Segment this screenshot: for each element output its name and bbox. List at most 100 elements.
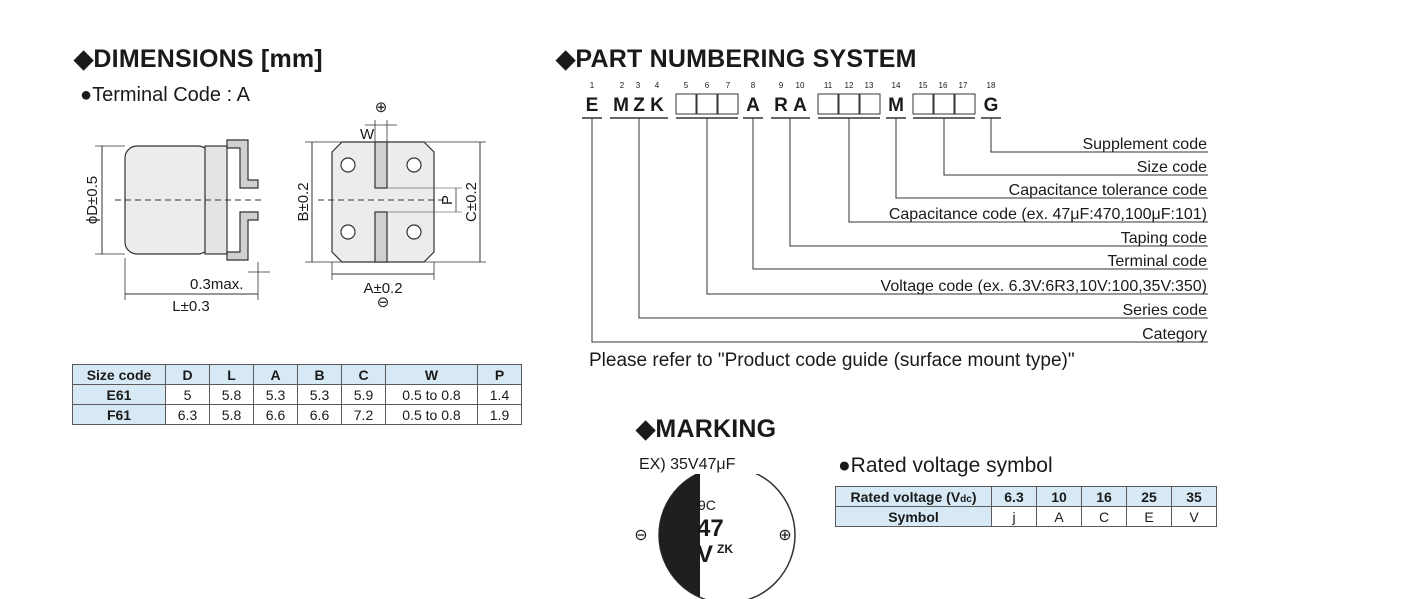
- desc-series-code: Series code: [1123, 302, 1208, 319]
- position-number: 11: [824, 81, 833, 90]
- product-code-note: Please refer to "Product code guide (sur…: [589, 350, 1075, 371]
- position-number: 2: [620, 81, 625, 90]
- position-number: 7: [726, 81, 731, 90]
- terminal-code-label: ●Terminal Code : A: [80, 84, 250, 106]
- plus-polarity-icon: ⊕: [778, 527, 791, 544]
- table-cell: E61: [72, 384, 166, 405]
- table-cell: 7.2: [341, 404, 386, 425]
- code-letter-A: A: [746, 95, 760, 116]
- position-number: 15: [919, 81, 928, 90]
- marking-capacitance: 47: [697, 515, 724, 542]
- position-number: 6: [705, 81, 710, 90]
- position-number: 5: [684, 81, 689, 90]
- code-letter-G: G: [984, 95, 999, 116]
- table-cell: 6.3: [165, 404, 210, 425]
- table-cell: 1.9: [477, 404, 522, 425]
- marking-example: EX) 35V47μF: [639, 456, 736, 473]
- A-label: A±0.2: [363, 280, 402, 297]
- rated-voltage-header: Rated voltage (Vdc): [835, 486, 992, 507]
- symbol-label: Symbol: [835, 506, 992, 527]
- marking-voltage-symbol: V: [697, 541, 713, 568]
- B-label: B±0.2: [295, 182, 312, 221]
- symbol-cell: j: [991, 506, 1037, 527]
- L-label: L±0.3: [172, 298, 209, 315]
- desc-terminal-code: Terminal code: [1107, 253, 1207, 270]
- symbol-cell: E: [1126, 506, 1172, 527]
- table-header: B: [297, 364, 342, 385]
- rated-voltage-table: Rated voltage (Vdc) 6.3 10 16 25 35 Symb…: [835, 486, 1217, 527]
- table-cell: 5.3: [297, 384, 342, 405]
- desc-capacitance-tolerance: Capacitance tolerance code: [1009, 182, 1207, 199]
- dc-subscript: dc: [960, 493, 972, 505]
- rated-voltage-label: Rated voltage (V: [850, 488, 961, 505]
- code-letter-K: K: [650, 95, 664, 116]
- max-label: 0.3max.: [190, 276, 243, 293]
- symbol-cell: A: [1036, 506, 1082, 527]
- voltage-cell: 10: [1036, 486, 1082, 507]
- part-number-diagram: 1 2 3 4 5 6 7 8 9 10 11 12 13 14 15 16 1…: [582, 81, 1208, 343]
- voltage-cell: 25: [1126, 486, 1172, 507]
- table-row: F61 6.3 5.8 6.6 6.6 7.2 0.5 to 0.8 1.9: [72, 404, 522, 425]
- plus-terminal-icon: ⊕: [375, 99, 388, 116]
- dimensions-heading: ◆DIMENSIONS [mm]: [74, 45, 323, 73]
- table-cell: 5: [165, 384, 210, 405]
- marking-heading: ◆MARKING: [636, 415, 777, 443]
- code-letter-Z: Z: [633, 95, 645, 116]
- symbol-cell: C: [1081, 506, 1127, 527]
- voltage-cell: 35: [1171, 486, 1217, 507]
- position-number: 3: [636, 81, 641, 90]
- table-cell: F61: [72, 404, 166, 425]
- code-letter-E: E: [586, 95, 599, 116]
- rated-voltage-close: ): [971, 488, 977, 505]
- desc-category: Category: [1142, 326, 1207, 343]
- P-label: P: [439, 195, 456, 205]
- table-cell: 0.5 to 0.8: [385, 384, 478, 405]
- table-cell: 5.9: [341, 384, 386, 405]
- table-cell: 6.6: [297, 404, 342, 425]
- position-number: 4: [655, 81, 660, 90]
- table-cell: 0.5 to 0.8: [385, 404, 478, 425]
- code-letter-A2: A: [793, 95, 807, 116]
- table-cell: 6.6: [253, 404, 298, 425]
- voltage-cell: 16: [1081, 486, 1127, 507]
- table-header: P: [477, 364, 522, 385]
- position-number: 17: [959, 81, 968, 90]
- W-label: W: [360, 126, 375, 143]
- table-row: E61 5 5.8 5.3 5.3 5.9 0.5 to 0.8 1.4: [72, 384, 522, 405]
- part-numbering-heading: ◆PART NUMBERING SYSTEM: [556, 45, 917, 73]
- position-number: 9: [779, 81, 784, 90]
- marking-series-code: ZK: [717, 542, 733, 556]
- code-letter-M: M: [613, 95, 629, 116]
- table-cell: 5.3: [253, 384, 298, 405]
- position-number: 10: [796, 81, 805, 90]
- dimension-drawing: ϕD±0.5 0.3max. L±0.3 ⊕ W B±0.2 P C±0: [84, 99, 486, 315]
- minus-polarity-icon: ⊖: [634, 527, 647, 544]
- position-number: 16: [939, 81, 948, 90]
- table-header: C: [341, 364, 386, 385]
- position-number: 14: [892, 81, 901, 90]
- rated-voltage-heading: ●Rated voltage symbol: [838, 454, 1053, 477]
- dimensions-table: Size code D L A B C W P E61 5 5.8 5.3 5.…: [72, 364, 522, 425]
- table-header: Size code: [72, 364, 166, 385]
- minus-terminal-icon: ⊖: [377, 294, 390, 311]
- table-header-row: Rated voltage (Vdc) 6.3 10 16 25 35: [835, 486, 1217, 507]
- position-number: 12: [845, 81, 854, 90]
- position-number: 13: [865, 81, 874, 90]
- desc-size-code: Size code: [1137, 159, 1207, 176]
- voltage-cell: 6.3: [991, 486, 1037, 507]
- desc-taping-code: Taping code: [1121, 230, 1207, 247]
- phiD-label: ϕD±0.5: [84, 176, 101, 224]
- bottom-view: [305, 120, 486, 280]
- position-number: 1: [590, 81, 595, 90]
- table-cell: 1.4: [477, 384, 522, 405]
- C-label: C±0.2: [463, 182, 480, 222]
- code-letter-M2: M: [888, 95, 904, 116]
- position-number: 8: [751, 81, 756, 90]
- desc-supplement-code: Supplement code: [1082, 136, 1207, 153]
- table-header: A: [253, 364, 298, 385]
- marking-illustration: ⊖ ⊕ 9C 47 V ZK: [634, 474, 796, 599]
- side-view: [95, 139, 270, 300]
- table-row: Symbol j A C E V: [835, 506, 1217, 527]
- desc-capacitance-code: Capacitance code (ex. 47μF:470,100μF:101…: [889, 206, 1207, 223]
- table-header: L: [209, 364, 254, 385]
